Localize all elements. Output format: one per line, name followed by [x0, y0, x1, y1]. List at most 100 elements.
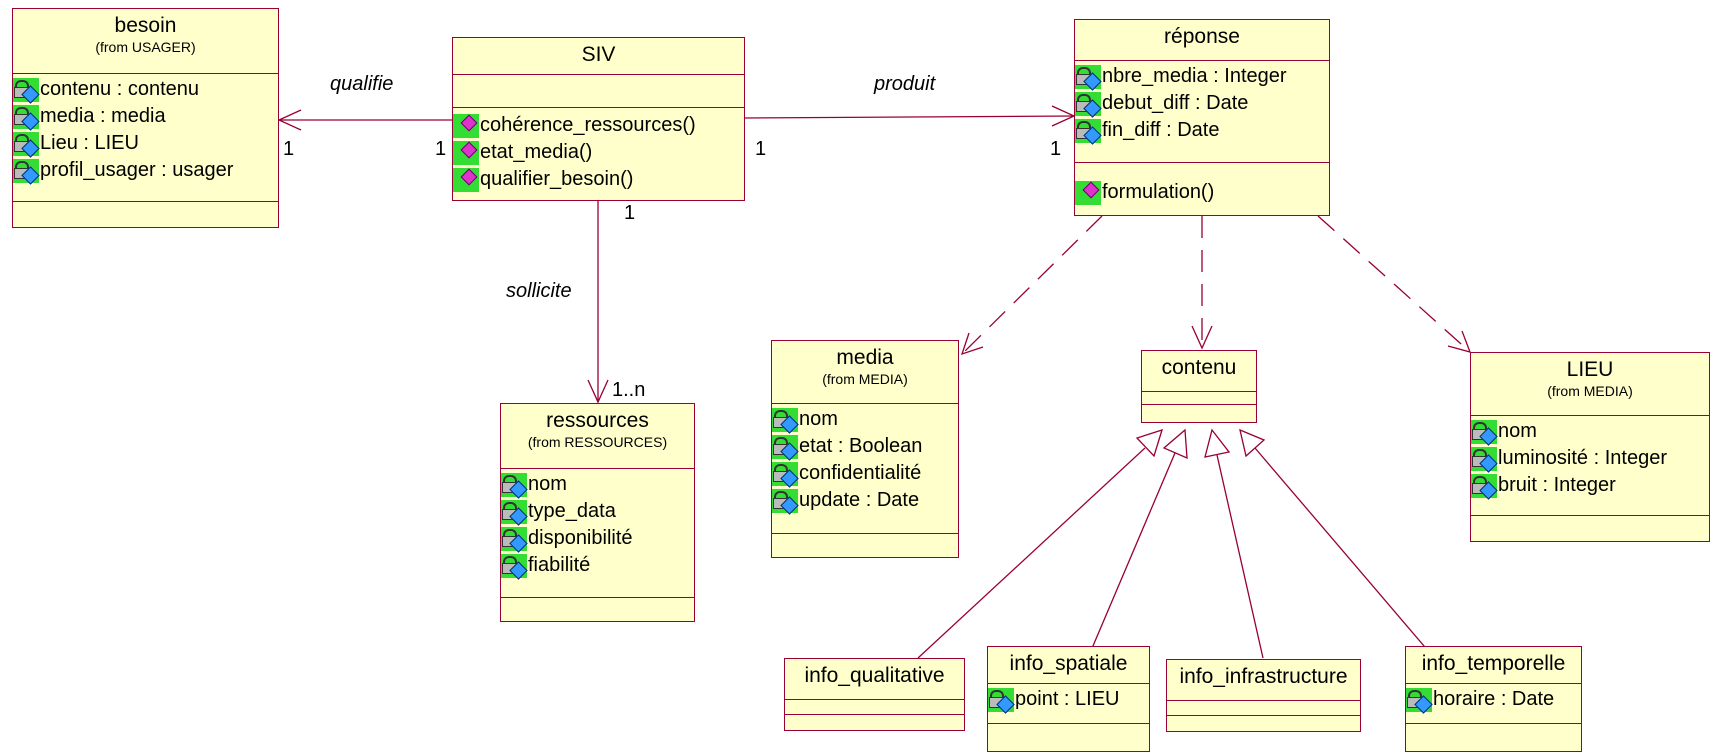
operations-compartment [785, 714, 964, 715]
operation-row: qualifier_besoin() [453, 166, 744, 193]
operations-compartment [988, 723, 1149, 724]
class-info-qualitative[interactable]: info_qualitative [784, 658, 965, 731]
operations-compartment [1471, 515, 1709, 516]
attribute-row: bruit : Integer [1471, 472, 1709, 500]
attribute-lock-icon [988, 687, 1015, 714]
attribute-row: nom [772, 406, 958, 434]
gen-info-temporelle-line [1254, 447, 1431, 654]
operations-compartment [501, 597, 694, 598]
assoc-qualifie-mult-target: 1 [283, 138, 295, 160]
attribute-row: nom [501, 471, 694, 499]
operations-compartment [13, 201, 278, 202]
class-package: (from USAGER) [95, 39, 196, 55]
operation-diamond-icon [453, 140, 479, 165]
class-info-infrastructure[interactable]: info_infrastructure [1166, 659, 1361, 732]
attribute-row: confidentialité [772, 460, 958, 488]
class-besoin[interactable]: besoin (from USAGER) contenu : contenu m… [12, 8, 279, 228]
operations-compartment [772, 533, 958, 534]
operations-compartment [1167, 715, 1360, 716]
class-package: (from MEDIA) [822, 371, 908, 387]
class-name: ressources [546, 409, 649, 432]
class-name: info_spatiale [1009, 652, 1128, 675]
attribute-lock-icon [772, 488, 799, 515]
assoc-sollicite-arrowhead [587, 379, 609, 404]
class-info-spatiale[interactable]: info_spatiale point : LIEU [987, 646, 1150, 752]
assoc-produit-label: produit [874, 73, 936, 95]
class-siv[interactable]: SIV cohérence_ressources() etat_media() … [452, 37, 745, 201]
gen-info-qualitative-line [917, 447, 1146, 659]
gen-arrowhead-3 [1204, 428, 1231, 458]
attribute-lock-icon [13, 158, 40, 185]
gen-info-infrastructure-line [1216, 454, 1264, 659]
gen-arrowhead-4 [1239, 428, 1266, 458]
attribute-lock-icon [13, 77, 40, 104]
class-name: SIV [581, 43, 616, 66]
operation-diamond-icon [1075, 180, 1101, 205]
class-reponse[interactable]: réponse nbre_media : Integer debut_diff … [1074, 19, 1330, 216]
attribute-lock-icon [1075, 64, 1102, 91]
attribute-lock-icon [1075, 91, 1102, 118]
attribute-lock-icon [1406, 687, 1433, 714]
class-name: réponse [1164, 25, 1240, 48]
attribute-lock-icon [1471, 446, 1498, 473]
attribute-row: etat : Boolean [772, 433, 958, 461]
attribute-row: update : Date [772, 487, 958, 515]
gen-info-spatiale-line [1089, 452, 1176, 654]
class-name: contenu [1161, 356, 1237, 379]
class-package: (from RESSOURCES) [527, 434, 668, 450]
assoc-produit-line [744, 115, 1075, 119]
class-name: besoin [114, 14, 177, 37]
attribute-row: luminosité : Integer [1471, 445, 1709, 473]
class-lieu[interactable]: LIEU (from MEDIA) nom luminosité : Integ… [1470, 352, 1710, 542]
operation-row: formulation() [1075, 179, 1329, 206]
operation-row: cohérence_ressources() [453, 112, 744, 139]
attribute-row: nbre_media : Integer [1075, 63, 1329, 91]
gen-arrowhead-2 [1162, 428, 1188, 460]
class-name: info_temporelle [1421, 652, 1566, 675]
attributes-compartment [1142, 391, 1256, 404]
attribute-row: fin_diff : Date [1075, 117, 1329, 145]
operations-compartment [1406, 723, 1581, 724]
attribute-lock-icon [772, 407, 799, 434]
attribute-row: disponibilité [501, 525, 694, 553]
attribute-lock-icon [1471, 419, 1498, 446]
operation-diamond-icon [453, 113, 479, 138]
class-media[interactable]: media (from MEDIA) nom etat : Boolean co… [771, 340, 959, 558]
attribute-row: horaire : Date [1406, 686, 1581, 714]
class-name: LIEU [1566, 358, 1614, 381]
operation-diamond-icon [453, 167, 479, 192]
attribute-lock-icon [501, 553, 528, 580]
attributes-compartment [1167, 700, 1360, 715]
attribute-row: nom [1471, 418, 1709, 446]
attribute-lock-icon [501, 499, 528, 526]
class-ressources[interactable]: ressources (from RESSOURCES) nom type_da… [500, 403, 695, 622]
attribute-row: profil_usager : usager [13, 157, 278, 185]
attribute-lock-icon [772, 461, 799, 488]
dep-reponse-media-arrowhead [960, 332, 984, 356]
attributes-compartment [453, 74, 744, 107]
attribute-row: type_data [501, 498, 694, 526]
attribute-lock-icon [1471, 473, 1498, 500]
attribute-row: media : media [13, 103, 278, 131]
gen-arrowhead-1 [1135, 429, 1163, 458]
attribute-row: Lieu : LIEU [13, 130, 278, 158]
dep-reponse-media-line [961, 215, 1103, 355]
class-name: info_qualitative [804, 664, 945, 687]
assoc-qualifie-label: qualifie [330, 73, 394, 95]
assoc-sollicite-mult-target: 1..n [612, 379, 646, 401]
dep-reponse-lieu-line [1317, 215, 1471, 353]
assoc-qualifie-arrowhead [277, 109, 302, 131]
assoc-produit-mult-target: 1 [1050, 138, 1062, 160]
attribute-lock-icon [772, 434, 799, 461]
assoc-sollicite-mult-source: 1 [624, 202, 636, 224]
attribute-row: contenu : contenu [13, 76, 278, 104]
attribute-row: fiabilité [501, 552, 694, 580]
attributes-compartment [785, 699, 964, 714]
class-info-temporelle[interactable]: info_temporelle horaire : Date [1405, 646, 1582, 752]
assoc-sollicite-label: sollicite [506, 280, 572, 302]
attribute-lock-icon [13, 131, 40, 158]
attribute-row: point : LIEU [988, 686, 1149, 714]
class-contenu[interactable]: contenu [1141, 350, 1257, 423]
dep-reponse-contenu-arrowhead [1191, 325, 1213, 350]
